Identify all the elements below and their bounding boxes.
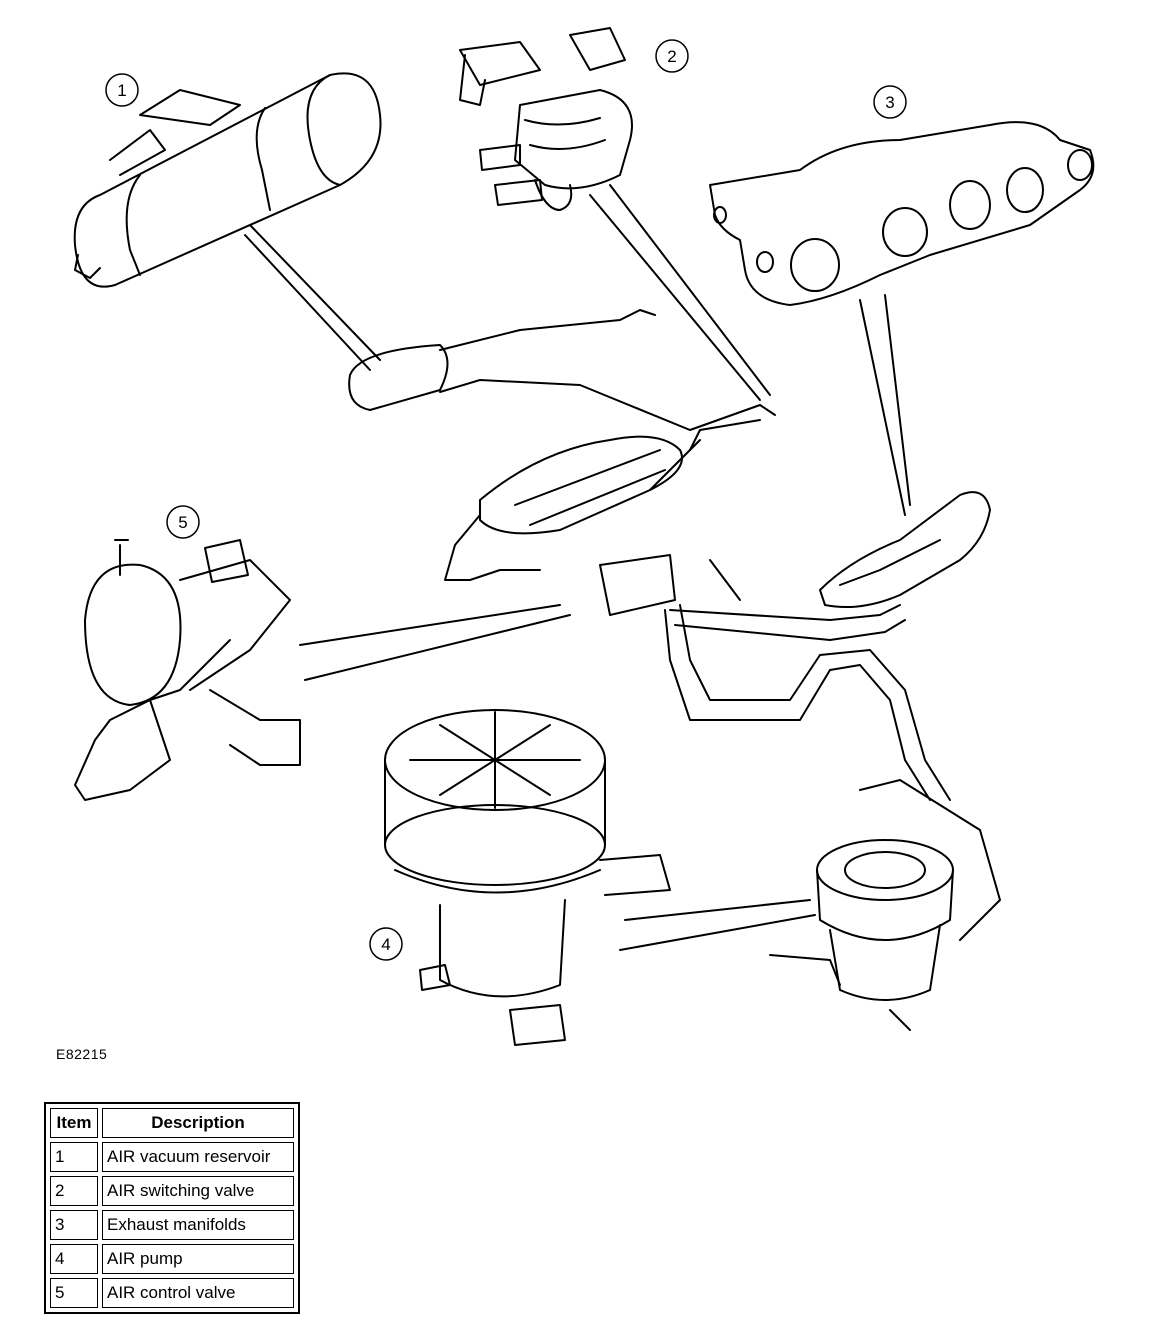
callout-2: 2 (655, 39, 689, 73)
callout-5-label: 5 (178, 513, 187, 532)
legend-item: 4 (50, 1244, 98, 1274)
legend-row: 2 AIR switching valve (50, 1176, 294, 1206)
legend-row: 4 AIR pump (50, 1244, 294, 1274)
legend-table: Item Description 1 AIR vacuum reservoir … (44, 1102, 300, 1314)
legend-header-description: Description (102, 1108, 294, 1138)
exploded-diagram: 1 2 3 4 5 (73, 27, 1095, 1046)
legend-row: 5 AIR control valve (50, 1278, 294, 1308)
callout-3-label: 3 (885, 93, 894, 112)
callout-2-label: 2 (667, 47, 676, 66)
callout-4-label: 4 (381, 935, 390, 954)
air-pump (384, 709, 816, 1046)
legend-item: 5 (50, 1278, 98, 1308)
legend-item: 2 (50, 1176, 98, 1206)
legend-item: 1 (50, 1142, 98, 1172)
air-control-valve (74, 539, 571, 801)
hose-assembly (348, 309, 951, 801)
air-switching-valve (459, 27, 771, 401)
legend-description: AIR vacuum reservoir (102, 1142, 294, 1172)
legend-row: 3 Exhaust manifolds (50, 1210, 294, 1240)
callout-3: 3 (873, 85, 907, 119)
exhaust-manifold-installed (819, 491, 991, 608)
legend-description: AIR pump (102, 1244, 294, 1274)
legend-header-item: Item (50, 1108, 98, 1138)
callout-1-label: 1 (117, 81, 126, 100)
legend-item: 3 (50, 1210, 98, 1240)
legend-description: AIR switching valve (102, 1176, 294, 1206)
legend-description: Exhaust manifolds (102, 1210, 294, 1240)
callout-5: 5 (166, 505, 200, 539)
legend-description: AIR control valve (102, 1278, 294, 1308)
legend-header-row: Item Description (50, 1108, 294, 1138)
legend-row: 1 AIR vacuum reservoir (50, 1142, 294, 1172)
air-pump-installed (769, 779, 1001, 1031)
callout-1: 1 (105, 73, 139, 107)
figure-code: E82215 (56, 1046, 108, 1062)
exhaust-manifolds (709, 121, 1095, 516)
air-vacuum-reservoir (73, 72, 382, 371)
callout-4: 4 (369, 927, 403, 961)
